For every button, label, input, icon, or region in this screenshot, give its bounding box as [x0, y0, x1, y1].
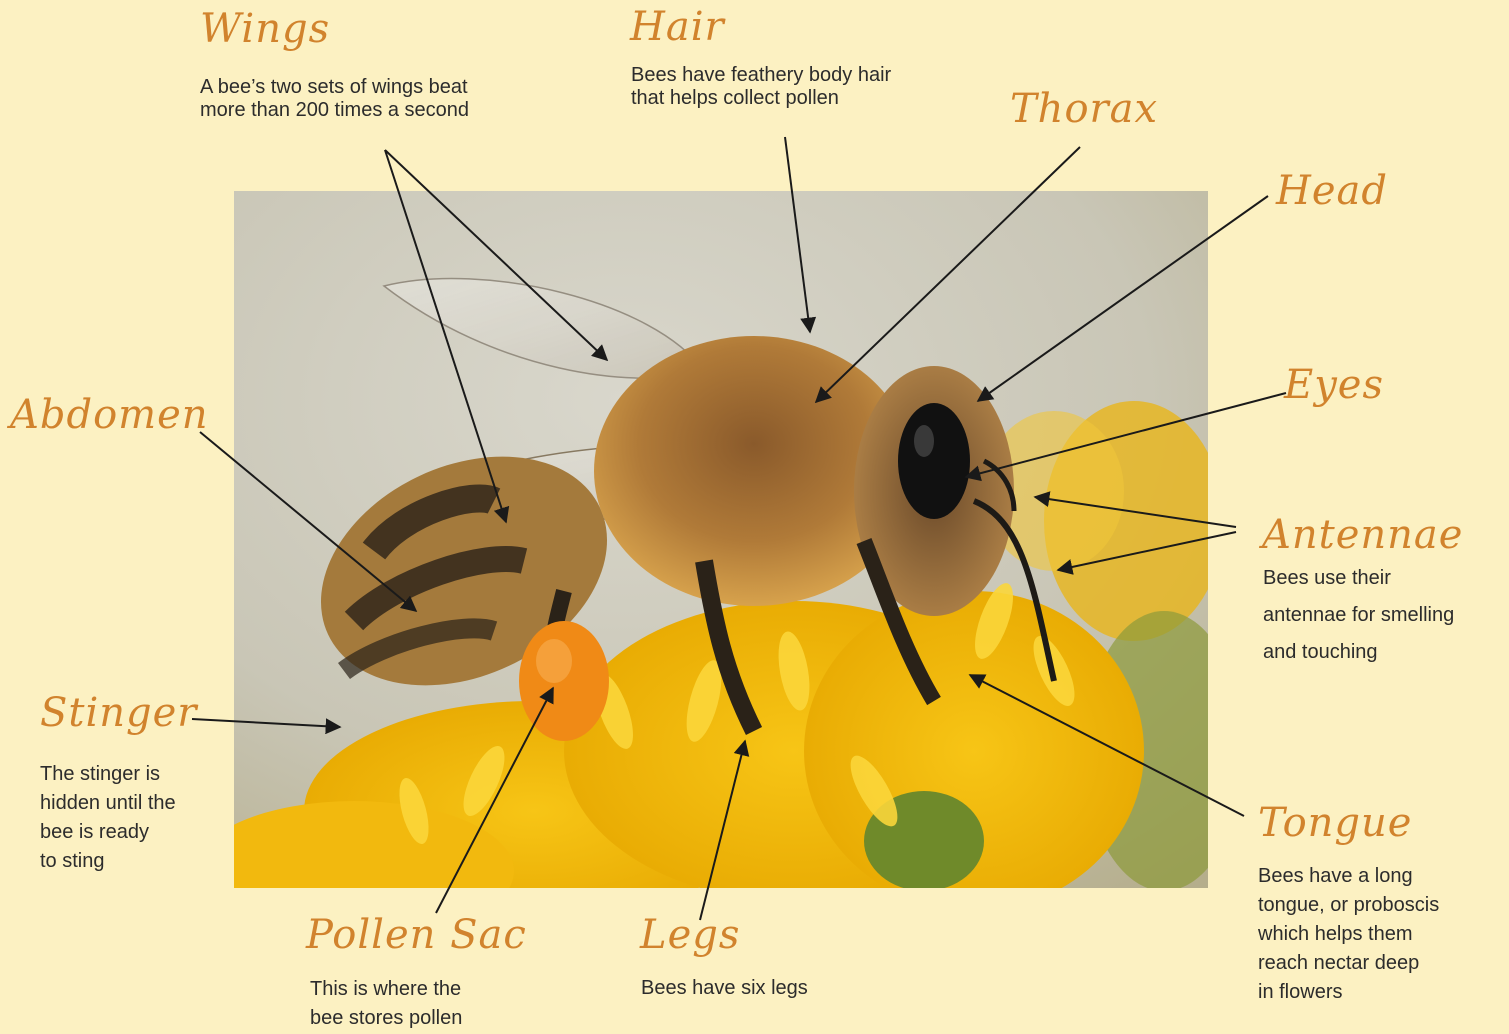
antennae-desc-line: Bees use their	[1263, 560, 1454, 597]
tongue-desc-line: Bees have a long	[1258, 862, 1439, 891]
antennae-description: Bees use their antennae for smelling and…	[1263, 560, 1454, 671]
head-label: Head	[1276, 168, 1388, 214]
legs-desc-line: Bees have six legs	[641, 977, 808, 1000]
wings-label: Wings	[200, 6, 330, 52]
tongue-description: Bees have a long tongue, or proboscis wh…	[1258, 862, 1439, 1007]
pollen-sac-label: Pollen Sac	[306, 912, 527, 958]
antennae-desc-line: and touching	[1263, 634, 1454, 671]
bee-photo	[234, 191, 1208, 888]
eyes-label: Eyes	[1284, 362, 1384, 408]
pollen-sac-description: This is where the bee stores pollen	[310, 975, 462, 1033]
tongue-desc-line: reach nectar deep	[1258, 949, 1439, 978]
hair-description: Bees have feathery body hair that helps …	[631, 64, 891, 110]
pollen-sac-desc-line: bee stores pollen	[310, 1004, 462, 1033]
hair-label: Hair	[630, 4, 725, 50]
legs-description: Bees have six legs	[641, 977, 808, 1000]
hair-desc-line: Bees have feathery body hair	[631, 64, 891, 87]
tongue-desc-line: in flowers	[1258, 978, 1439, 1007]
tongue-desc-line: which helps them	[1258, 920, 1439, 949]
hair-desc-line: that helps collect pollen	[631, 87, 891, 110]
stinger-desc-line: The stinger is	[40, 760, 176, 789]
stinger-description: The stinger is hidden until the bee is r…	[40, 760, 176, 876]
tongue-desc-line: tongue, or proboscis	[1258, 891, 1439, 920]
abdomen-label: Abdomen	[10, 392, 209, 438]
stinger-desc-line: bee is ready	[40, 818, 176, 847]
stinger-desc-line: to sting	[40, 847, 176, 876]
pollen-sac-desc-line: This is where the	[310, 975, 462, 1004]
wings-desc-line: A bee’s two sets of wings beat	[200, 76, 469, 99]
wings-description: A bee’s two sets of wings beat more than…	[200, 76, 469, 122]
wings-desc-line: more than 200 times a second	[200, 99, 469, 122]
legs-label: Legs	[640, 912, 740, 958]
stinger-label: Stinger	[40, 690, 197, 736]
antennae-label: Antennae	[1262, 512, 1463, 558]
tongue-label: Tongue	[1258, 800, 1412, 846]
antennae-desc-line: antennae for smelling	[1263, 597, 1454, 634]
bee-illustration	[234, 191, 1208, 888]
stinger-desc-line: hidden until the	[40, 789, 176, 818]
thorax-label: Thorax	[1010, 86, 1158, 132]
